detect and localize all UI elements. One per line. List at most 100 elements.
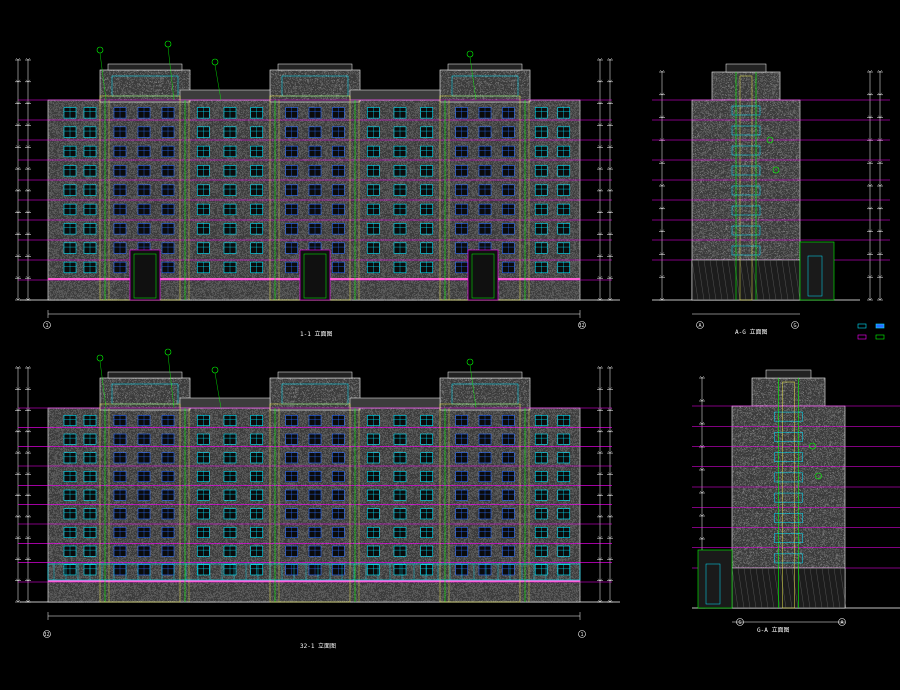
axis-bubble-icon (43, 630, 51, 638)
legend-swatch (875, 334, 885, 340)
roof-parapet (447, 63, 523, 71)
entrance-canopy (467, 249, 499, 301)
service-shaft (782, 381, 795, 609)
step-block (349, 397, 441, 409)
level-symbol-icon (597, 599, 603, 603)
entrance-door (303, 253, 327, 299)
axis-bubble-icon (578, 630, 586, 638)
hatch-line (737, 567, 745, 609)
level-symbol-icon (607, 408, 613, 411)
level-symbol-icon (597, 101, 603, 104)
hatch-line (763, 259, 771, 301)
callout-leader (99, 52, 107, 101)
balcony-window (731, 125, 761, 136)
hatch-line (769, 259, 777, 301)
east-view-title: A-G 立面图 (735, 328, 767, 336)
level-symbol-icon (15, 254, 21, 257)
step-block (179, 89, 271, 101)
level-symbol-icon (597, 429, 603, 433)
level-symbol-icon (15, 557, 21, 560)
level-symbol-icon (659, 138, 665, 141)
level-symbol-icon (25, 536, 31, 539)
hatch-line (809, 567, 817, 609)
level-symbol-icon (607, 79, 613, 83)
level-symbol-icon (25, 145, 31, 148)
hatch-line (803, 567, 811, 609)
level-symbol-icon (659, 92, 665, 96)
level-symbol-icon (607, 514, 613, 518)
level-symbol-icon (867, 297, 873, 301)
level-symbol-icon (15, 145, 21, 148)
level-symbol-icon (25, 123, 31, 126)
level-symbol-icon (597, 57, 603, 61)
axis-bubble-icon (736, 618, 744, 626)
callout-bubble-icon (766, 136, 774, 144)
west-side-elevation-view (692, 369, 900, 623)
level-symbol-icon (607, 536, 613, 539)
balcony-window (774, 472, 803, 483)
level-symbol-icon (15, 188, 21, 192)
level-symbol-icon (877, 161, 883, 164)
level-symbol-icon (699, 490, 705, 494)
level-symbol-icon (25, 429, 31, 433)
hatch-line (697, 259, 705, 301)
hatch-line (797, 567, 805, 609)
level-symbol-icon (877, 92, 883, 96)
level-symbol-icon (607, 429, 613, 433)
balcony-window (731, 205, 761, 216)
callout-leader (167, 46, 175, 101)
level-symbol-icon (15, 101, 21, 104)
level-symbol-icon (15, 123, 21, 126)
level-symbol-icon (699, 398, 705, 402)
level-symbol-icon (597, 297, 603, 301)
entrance-door (471, 253, 495, 299)
level-symbol-icon (15, 57, 21, 61)
level-symbol-icon (607, 188, 613, 192)
level-symbol-icon (867, 229, 873, 232)
level-symbol-icon (597, 79, 603, 83)
level-symbol-icon (699, 536, 705, 540)
level-symbol-icon (877, 229, 883, 232)
entrance-canopy (129, 249, 161, 301)
ground-floor-zone (731, 567, 846, 609)
level-symbol-icon (699, 444, 705, 448)
level-symbol-icon (867, 138, 873, 141)
hatch-line (781, 259, 789, 301)
level-symbol-icon (607, 210, 613, 214)
level-symbol-icon (25, 599, 31, 603)
level-symbol-icon (25, 254, 31, 257)
roof-parapet (277, 63, 353, 71)
level-symbol-icon (15, 166, 21, 170)
level-symbol-icon (597, 232, 603, 235)
front-elevation-view (15, 40, 620, 318)
level-symbol-icon (877, 69, 883, 73)
hatch-line (743, 567, 751, 609)
level-symbol-icon (25, 79, 31, 83)
balcony-window (731, 225, 761, 236)
axis-label: G (794, 323, 797, 329)
balcony-window (731, 145, 761, 156)
level-symbol-icon (25, 276, 31, 279)
level-symbol-icon (597, 387, 603, 390)
level-symbol-icon (15, 79, 21, 83)
level-symbol-icon (877, 252, 883, 255)
hatch-line (727, 259, 735, 301)
hatch-line (785, 567, 793, 609)
level-symbol-icon (877, 138, 883, 141)
level-symbol-icon (607, 145, 613, 148)
level-symbol-icon (597, 210, 603, 214)
level-symbol-icon (597, 188, 603, 192)
callout-bubble-icon (815, 472, 822, 480)
level-symbol-icon (597, 145, 603, 148)
balcony-window (774, 492, 803, 503)
level-symbol-icon (867, 252, 873, 255)
hatch-line (779, 567, 787, 609)
level-symbol-icon (659, 275, 665, 278)
level-symbol-icon (25, 101, 31, 104)
hatch-line (775, 259, 783, 301)
facade-texture (440, 69, 531, 101)
hatch-line (827, 567, 835, 609)
balcony-window (774, 533, 803, 543)
callout-leader (469, 56, 477, 101)
